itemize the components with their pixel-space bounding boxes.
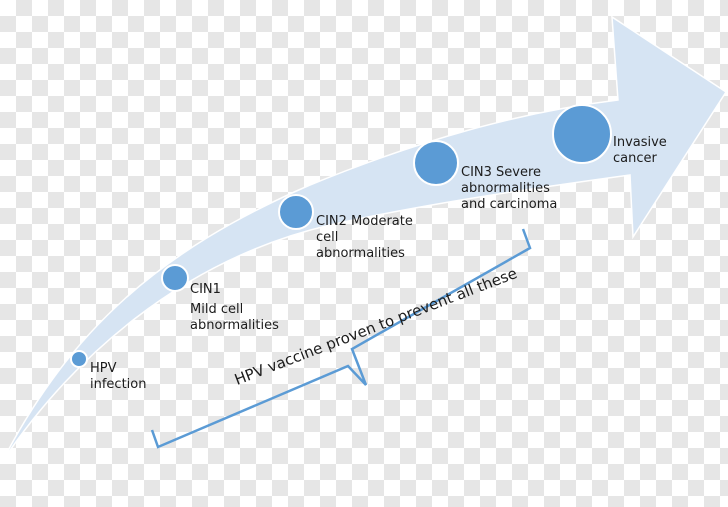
label-line: Invasive — [613, 135, 667, 150]
stage-circle-cin1 — [161, 264, 189, 292]
label-line: cell — [316, 230, 339, 245]
label-line: abnormalities — [461, 181, 550, 196]
label-line: and carcinoma — [461, 197, 558, 212]
stage-label-hpv: HPV infection — [90, 361, 146, 393]
label-line: cancer — [613, 151, 657, 166]
label-line: infection — [90, 377, 147, 392]
stage-circle-invasive — [552, 104, 612, 164]
label-line: CIN1 — [190, 282, 221, 297]
stage-label-invasive: Invasive cancer — [613, 135, 667, 167]
label-line: Mild cell — [190, 302, 244, 317]
label-line: abnormalities — [316, 246, 405, 261]
stage-label-cin1: CIN1 Mild cell abnormalities — [190, 282, 279, 334]
progression-arrow — [1, 15, 728, 463]
label-line: HPV — [90, 361, 117, 376]
vaccine-bracket — [150, 228, 532, 449]
stage-circle-cin2 — [278, 194, 314, 230]
stage-circle-cin3 — [413, 140, 459, 186]
label-line: abnormalities — [190, 318, 279, 333]
stage-circle-hpv — [70, 350, 88, 368]
stage-label-cin3: CIN3 Severe abnormalities and carcinoma — [461, 165, 557, 213]
label-line: CIN2 Moderate — [316, 214, 413, 229]
stage-label-cin2: CIN2 Moderate cell abnormalities — [316, 214, 413, 262]
label-line: CIN3 Severe — [461, 165, 542, 180]
